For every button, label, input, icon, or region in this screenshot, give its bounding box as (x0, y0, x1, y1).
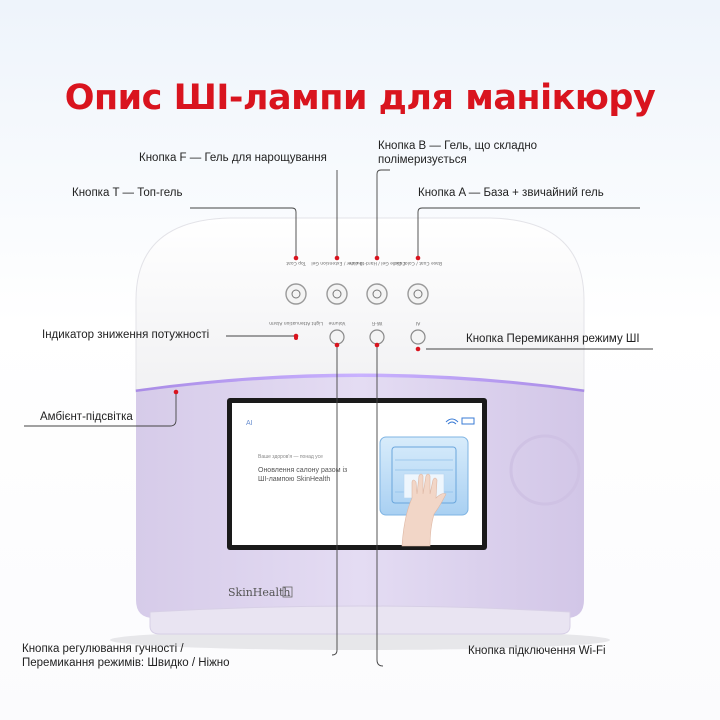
callout-lines (24, 169, 653, 667)
screen-small-line: Ваше здоров'я — понад усе (258, 454, 323, 460)
ai-mode-button[interactable] (410, 329, 426, 345)
ambient-light-strip (135, 373, 585, 395)
embossed-logo-icon (509, 434, 581, 506)
gem-icon (291, 289, 301, 299)
label-volume-line2: Перемикання режимів: Швидко / Ніжно (22, 657, 230, 669)
button-row-top (285, 283, 429, 305)
device-label-a: Base Coat / Color Gel (394, 260, 442, 266)
hand-icon (401, 473, 447, 547)
gem-icon (332, 289, 342, 299)
screen-headline-2: ШІ-лампою SkinHealth (258, 476, 330, 483)
device-label-f: Builder / Extension Gel (311, 260, 362, 266)
screen-wifi-icon (445, 418, 459, 425)
lamp-top-shell (135, 217, 585, 393)
wifi-button[interactable] (369, 329, 385, 345)
gem-icon (372, 289, 382, 299)
label-volume-line1: Кнопка регулювання гучності / (22, 643, 184, 655)
page-title: Опис ШІ-лампи для манікюру (64, 78, 656, 118)
floor-shadow (110, 630, 610, 650)
screen-logo: AI (246, 420, 253, 427)
device-label-b: Cuticle Gel / Hard-to-cure (348, 260, 406, 266)
screen-lamp-image (379, 436, 469, 547)
label-button-b-line2: полімеризується (378, 154, 467, 166)
device-label-t: Top Coat (286, 260, 307, 266)
button-b[interactable] (366, 283, 388, 305)
label-ambient: Амбієнт-підсвітка (40, 411, 133, 423)
label-button-b-line1: Кнопка B — Гель, що складно (378, 140, 538, 152)
device-label-alarm: Light Attenuation Alarm (269, 320, 323, 326)
screen-battery-icon (461, 417, 475, 425)
callout-dots (173, 255, 421, 395)
brand-badge-icon (282, 586, 293, 598)
device-label-volume: Volume (328, 320, 345, 326)
label-button-t: Кнопка T — Топ-гель (72, 187, 183, 199)
button-f[interactable] (326, 283, 348, 305)
brand-label: SkinHealth (228, 586, 291, 599)
label-button-a: Кнопка A — База + звичайний гель (418, 187, 604, 199)
device-label-ai: AI (416, 320, 420, 326)
device-label-wifi: Wi-Fi (372, 320, 383, 326)
label-power-indicator: Індикатор зниження потужності (42, 329, 210, 341)
label-button-f: Кнопка F — Гель для нарощування (139, 152, 327, 164)
label-ai-mode-switch: Кнопка Перемикання режиму ШІ (466, 333, 640, 345)
lamp-base-curve (149, 605, 571, 635)
label-wifi: Кнопка підключення Wi-Fi (468, 645, 606, 657)
screen-headline-1: Оновлення салону разом із (258, 466, 347, 474)
button-a[interactable] (407, 283, 429, 305)
volume-button[interactable] (329, 329, 345, 345)
button-t[interactable] (285, 283, 307, 305)
gem-icon (413, 289, 423, 299)
